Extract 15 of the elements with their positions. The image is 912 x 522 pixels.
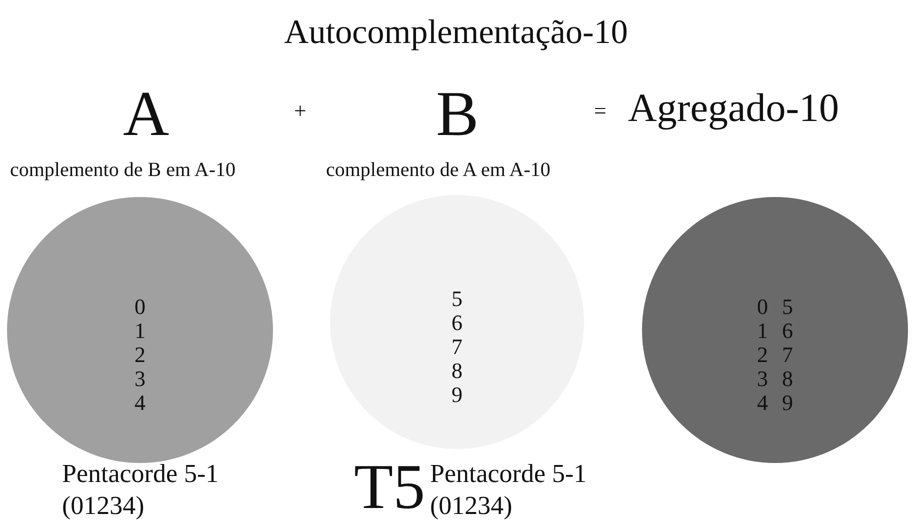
set-caption: T5 xyxy=(354,455,426,519)
diagram-title: Autocomplementação-10 xyxy=(283,14,629,52)
text-label: complemento de A em A-10 xyxy=(326,160,550,180)
pitch-class-column: 5 6 7 8 9 xyxy=(452,287,462,407)
text-label: complemento de B em A-10 xyxy=(10,160,236,180)
operator-symbol: + xyxy=(294,100,306,122)
set-caption: Pentacorde 5-1 (01234) xyxy=(62,458,220,522)
pitch-class-column: 0 1 2 3 4 xyxy=(134,295,146,415)
text-label: B xyxy=(436,82,479,146)
pitch-class-column: 5 6 7 8 9 xyxy=(782,295,793,415)
text-label: A xyxy=(123,82,170,146)
operator-symbol: = xyxy=(594,100,606,122)
set-caption: Pentacorde 5-1 (01234) xyxy=(430,458,588,522)
text-label: Agregado-10 xyxy=(628,88,840,128)
pitch-class-column: 0 1 2 3 4 xyxy=(757,295,768,415)
